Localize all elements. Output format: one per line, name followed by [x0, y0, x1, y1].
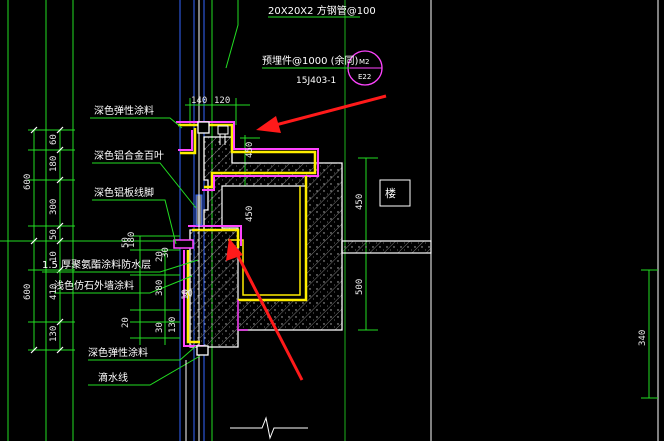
aluminum-skirting-label: 深色铝板线脚: [94, 186, 154, 199]
dim-600-top: 600: [23, 174, 33, 190]
dim-450-a: 450: [245, 142, 255, 158]
dim-450-b: 450: [245, 206, 255, 222]
annotation-texts: 20X20X2 方钢管@100 预埋件@1000 (余同) 15J403-1 M…: [42, 4, 396, 384]
detail-bottom-label: E22: [358, 73, 371, 81]
stone-paint-label: 浅色仿石外墙涂料: [54, 279, 134, 292]
dim-50: 50: [49, 229, 59, 240]
break-line: [230, 416, 308, 440]
aluminum-louver-label: 深色铝合金百叶: [94, 149, 164, 162]
dim-140: 140: [191, 96, 207, 106]
dim-340: 340: [638, 330, 648, 346]
elastic-paint-top-label: 深色弹性涂料: [94, 104, 154, 117]
dim-130: 130: [49, 326, 59, 342]
atlas-ref-label: 15J403-1: [296, 76, 336, 86]
top-dimension-chain: [185, 98, 250, 125]
dimension-texts: 600 600 60 180 300 50 10 410 130 50 20 3…: [23, 96, 648, 346]
dim-60-near: 60: [182, 289, 193, 299]
dim-mid-50: 50: [121, 237, 131, 248]
dim-300: 300: [49, 199, 59, 215]
dim-500: 500: [355, 279, 365, 295]
embed-label: 预埋件@1000 (余同): [262, 54, 359, 67]
dim-mid-20b: 20: [121, 317, 131, 328]
dim-mid-30: 30: [155, 322, 165, 333]
drip-line-label: 滴水线: [98, 371, 128, 384]
dim-20-near: 30: [161, 247, 171, 258]
leader-lines: [42, 16, 360, 386]
middle-dimension-chain: [130, 235, 180, 345]
dim-mid-10: 10: [181, 289, 191, 300]
left-dimension-ticks: [30, 126, 64, 354]
dim-10: 10: [49, 251, 59, 262]
dim-180-near: 180: [127, 232, 137, 248]
dim-60: 60: [49, 134, 59, 145]
dim-mid-380: 380: [155, 280, 165, 296]
elastic-paint-bottom-label: 深色弹性涂料: [88, 346, 148, 359]
dim-mid-20a: 20: [155, 251, 165, 262]
dim-180: 180: [49, 156, 59, 172]
steel-tube-label: 20X20X2 方钢管@100: [268, 4, 376, 17]
detail-top-label: M2: [359, 58, 370, 66]
dim-mid-130: 130: [168, 317, 178, 333]
left-dimension-chain: [28, 129, 75, 351]
dim-450-c: 450: [355, 194, 365, 210]
dim-600-bottom: 600: [23, 284, 33, 300]
room-label: 楼: [385, 186, 396, 200]
red-arrows: [226, 94, 387, 381]
metal-members: [173, 121, 229, 356]
dim-120: 120: [214, 96, 230, 106]
concrete-structure: [189, 136, 432, 348]
room-marker: [379, 179, 411, 207]
dim-410: 410: [49, 284, 59, 300]
waterproof-label: 1.5 厚聚氨酯涂料防水层: [42, 258, 151, 271]
